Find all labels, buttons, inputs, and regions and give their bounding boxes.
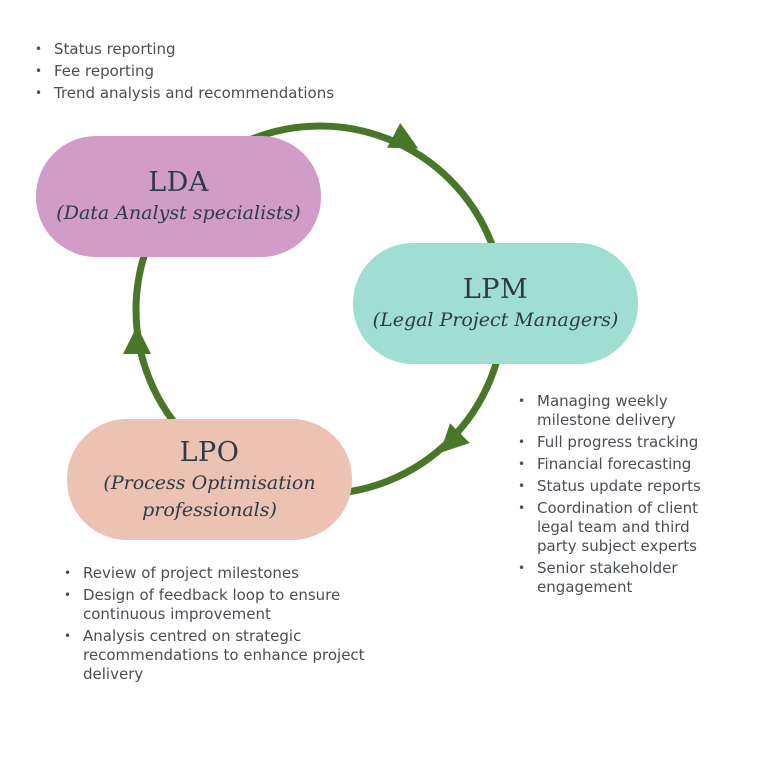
lda-full-name: (Data Analyst specialists) — [56, 202, 301, 224]
lpo-abbr: LPO — [179, 436, 240, 468]
list-item: Status reporting — [35, 40, 375, 59]
list-item: Senior stakeholder engagement — [518, 559, 718, 597]
list-item: Trend analysis and recommendations — [35, 84, 375, 103]
list-item: Financial forecasting — [518, 455, 718, 474]
list-item: Fee reporting — [35, 62, 375, 81]
list-item: Analysis centred on strategic recommenda… — [64, 627, 374, 684]
list-item: Managing weekly milestone delivery — [518, 392, 718, 430]
arrow-lda-to-lpm-icon — [387, 123, 419, 149]
list-item: Review of project milestones — [64, 564, 374, 583]
list-item: Design of feedback loop to ensure contin… — [64, 586, 374, 624]
list-item: Coordination of client legal team and th… — [518, 499, 718, 556]
lpm-bullet-list: Managing weekly milestone delivery Full … — [518, 392, 718, 600]
list-item: Status update reports — [518, 477, 718, 496]
lda-bullet-list: Status reporting Fee reporting Trend ana… — [35, 40, 375, 106]
lpo-bullet-list: Review of project milestones Design of f… — [64, 564, 374, 687]
lpm-full-name: (Legal Project Managers) — [372, 309, 619, 331]
lpm-node: LPM (Legal Project Managers) — [353, 243, 638, 364]
list-item: Full progress tracking — [518, 433, 718, 452]
arrow-lpo-to-lda-icon — [123, 326, 151, 354]
lda-node: LDA (Data Analyst specialists) — [36, 136, 321, 257]
lpo-full-name: (Process Optimisation professionals) — [103, 471, 316, 521]
lpm-abbr: LPM — [462, 274, 529, 305]
lpo-node: LPO (Process Optimisation professionals) — [67, 419, 352, 540]
lda-abbr: LDA — [148, 167, 209, 198]
